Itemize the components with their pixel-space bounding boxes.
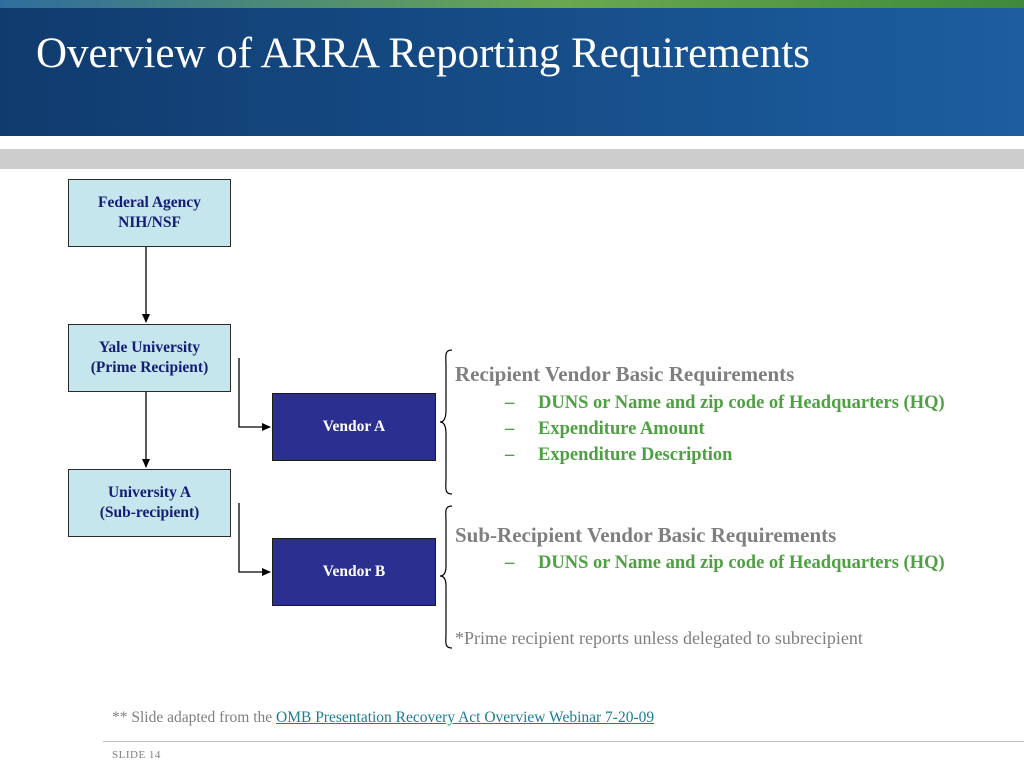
- federal-agency-name: Federal Agency: [98, 194, 201, 211]
- list-item-text: DUNS or Name and zip code of Headquarter…: [538, 393, 945, 413]
- title-bar: Overview of ARRA Reporting Requirements: [0, 8, 1024, 136]
- bullet-dash: –: [505, 553, 515, 573]
- list-item: – Expenditure Amount: [505, 418, 1015, 440]
- sub-recipient-role: (Sub-recipient): [99, 504, 200, 521]
- sub-recipient-box: University A (Sub-recipient): [68, 469, 231, 537]
- source-prefix: ** Slide adapted from the: [112, 709, 273, 726]
- bullet-dash: –: [505, 419, 515, 439]
- sub-recipient-requirements-list: – DUNS or Name and zip code of Headquarte…: [505, 552, 1015, 578]
- recipient-requirements-list: – DUNS or Name and zip code of Headquarte…: [505, 392, 1015, 470]
- recipient-requirements-heading: Recipient Vendor Basic Requirements: [455, 362, 795, 386]
- list-item-text: Expenditure Description: [538, 445, 733, 465]
- vendor-a-label: Vendor A: [322, 418, 386, 435]
- source-note: ** Slide adapted from the OMB Presentati…: [112, 708, 654, 728]
- arrow-university-to-vendor-b: [238, 503, 271, 576]
- prime-recipient-role: (Prime Recipient): [90, 359, 209, 376]
- bullet-dash: –: [505, 445, 515, 465]
- brace-sub-recipient-requirements: [439, 505, 453, 649]
- bullet-dash: –: [505, 393, 515, 413]
- arrow-yale-to-vendor-a: [238, 358, 271, 431]
- list-item: – DUNS or Name and zip code of Headquarte…: [505, 552, 1015, 574]
- sub-recipient-requirements-heading: Sub-Recipient Vendor Basic Requirements: [455, 523, 837, 547]
- list-item: – Expenditure Description: [505, 444, 1015, 466]
- vendor-a-box: Vendor A: [272, 393, 436, 461]
- prime-recipient-name: Yale University: [98, 339, 201, 356]
- divider-band: [0, 149, 1024, 169]
- sub-recipient-name: University A: [107, 484, 192, 501]
- footer-divider: [103, 741, 1024, 742]
- brace-recipient-requirements: [439, 349, 453, 495]
- slide-number: SLIDE 14: [112, 749, 161, 761]
- source-link[interactable]: OMB Presentation Recovery Act Overview W…: [276, 709, 655, 726]
- federal-agency-box: Federal Agency NIH/NSF: [68, 179, 231, 247]
- top-accent-strip: [0, 0, 1024, 8]
- slide-title: Overview of ARRA Reporting Requirements: [36, 30, 810, 77]
- vendor-b-box: Vendor B: [272, 538, 436, 606]
- prime-recipient-box: Yale University (Prime Recipient): [68, 324, 231, 392]
- prime-recipient-note: *Prime recipient reports unless delegate…: [455, 628, 863, 648]
- vendor-b-label: Vendor B: [322, 563, 386, 580]
- federal-agency-subtitle: NIH/NSF: [118, 214, 181, 231]
- list-item-text: Expenditure Amount: [538, 419, 705, 439]
- list-item-text: DUNS or Name and zip code of Headquarter…: [538, 553, 945, 573]
- list-item: – DUNS or Name and zip code of Headquarte…: [505, 392, 1015, 414]
